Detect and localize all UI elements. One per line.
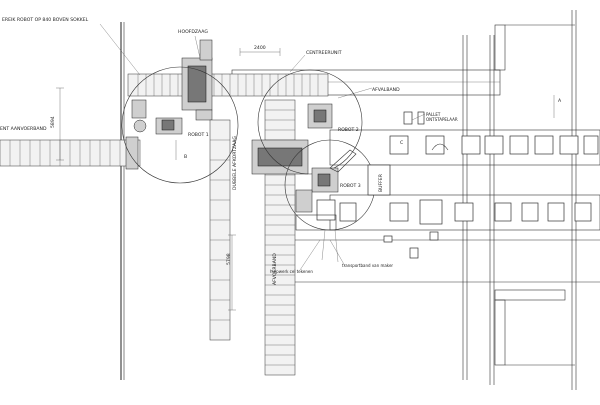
label-aanvoerband: ENT AANVOERBAND	[0, 126, 47, 132]
label-dim-lower: 5798	[226, 253, 232, 265]
building-lines	[120, 10, 577, 390]
label-marker-b: B	[184, 154, 187, 160]
dimension-lines	[56, 48, 555, 311]
label-hoofdzaag: HOOFDZAAG	[178, 29, 208, 35]
label-hulpwerk: hulpwerk cel tekenen	[270, 269, 313, 274]
infeed-conveyor	[0, 136, 141, 170]
label-robot-cell-note: EREIK ROBOT OP 840 BOVEN SOKKEL	[2, 17, 89, 23]
label-robot-1: ROBOT 1	[188, 132, 209, 138]
leader-lines	[99, 23, 426, 271]
robot-2-reach	[257, 69, 363, 175]
label-dim-left: 5894	[50, 116, 56, 128]
label-buffer: BUFFER	[378, 173, 384, 192]
right-conveyors	[231, 24, 600, 366]
label-robot-2: ROBOT 2	[338, 127, 359, 133]
label-dubbele-afkortzaag: DUBBELE AFKORTZAAG	[232, 136, 238, 190]
robot-1-reach	[121, 66, 239, 184]
label-marker-a: A	[558, 98, 562, 104]
crosscut-conveyor	[209, 99, 309, 376]
pallet-squares	[339, 135, 599, 225]
label-afvoerband: AFVOERBAND	[272, 253, 278, 285]
main-saw-conveyor	[127, 39, 329, 121]
label-dim-top: 2400	[254, 45, 266, 51]
labels: EREIK ROBOT OP 840 BOVEN SOKKEL HOOFDZAA…	[0, 17, 562, 285]
label-centreerunit: CENTREERUNIT	[306, 50, 342, 56]
label-marker-c: C	[400, 140, 403, 146]
buffer-area	[295, 111, 449, 263]
label-robot-3: ROBOT 3	[340, 183, 361, 189]
label-ontstapelaar: ONTSTAPELAAR	[426, 117, 458, 122]
label-transportband: transportband van maker	[342, 263, 393, 268]
label-afvalband: AFVALBAND	[372, 87, 400, 93]
buffer-box	[367, 164, 391, 196]
label-pallet: PALLET	[426, 112, 441, 117]
robot-3	[295, 149, 357, 213]
robot-1	[131, 99, 183, 135]
robot-2	[307, 103, 333, 129]
